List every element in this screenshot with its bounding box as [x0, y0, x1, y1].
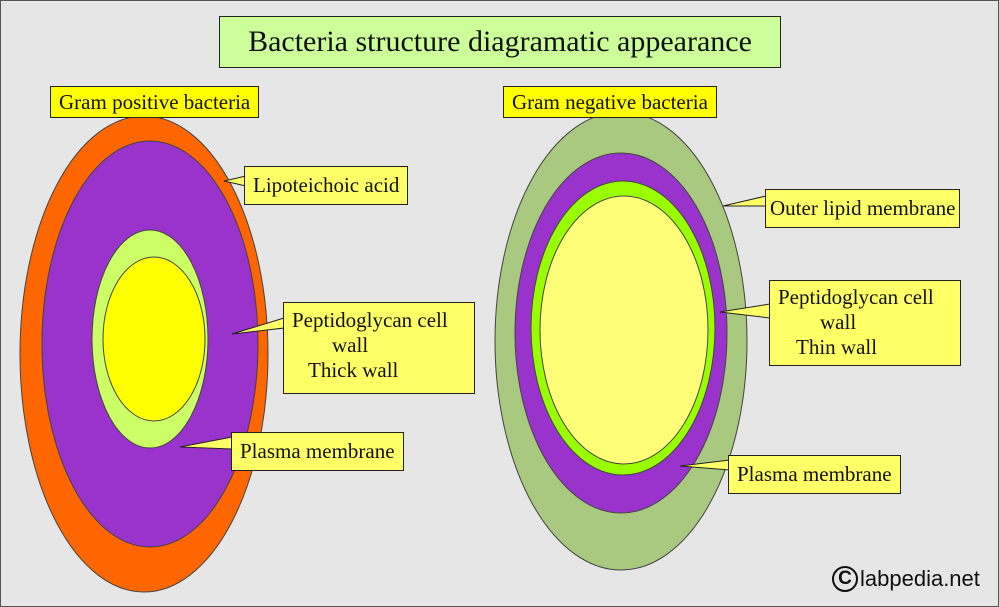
label-gram-negative-plasma-membrane: Plasma membrane — [728, 455, 901, 494]
label-gn-peptidoglycan-line1: Peptidoglycan cell — [778, 285, 934, 309]
label-outer-lipid-membrane: Outer lipid membrane — [765, 189, 961, 228]
watermark-text: labpedia.net — [860, 566, 980, 591]
copyright-icon: C — [832, 566, 858, 592]
label-lipoteichoic-acid: Lipoteichoic acid — [244, 166, 409, 205]
pointer-outer-lipid — [722, 195, 767, 207]
gram-positive-cell — [19, 115, 269, 593]
label-gn-peptidoglycan-line3: Thin wall — [796, 335, 878, 359]
gram-negative-header: Gram negative bacteria — [503, 86, 717, 118]
label-gn-peptidoglycan-line2: wall — [820, 310, 857, 334]
label-gram-negative-peptidoglycan: Peptidoglycan cell wall Thin wall — [769, 280, 961, 366]
gram-positive-cytoplasm — [102, 256, 206, 422]
label-gram-positive-plasma-membrane: Plasma membrane — [231, 432, 404, 471]
label-gram-positive-peptidoglycan: Peptidoglycan cell wall Thick wall — [283, 302, 475, 394]
label-gp-peptidoglycan-line3: Thick wall — [308, 358, 399, 382]
gram-negative-cytoplasm — [539, 195, 709, 465]
label-gp-peptidoglycan-line2: wall — [332, 333, 369, 357]
gram-positive-header: Gram positive bacteria — [50, 86, 260, 118]
watermark: C labpedia.net — [832, 566, 980, 592]
page-title: Bacteria structure diagramatic appearanc… — [219, 16, 781, 68]
label-gp-peptidoglycan-line1: Peptidoglycan cell — [292, 308, 448, 332]
gram-negative-cell — [494, 111, 748, 571]
